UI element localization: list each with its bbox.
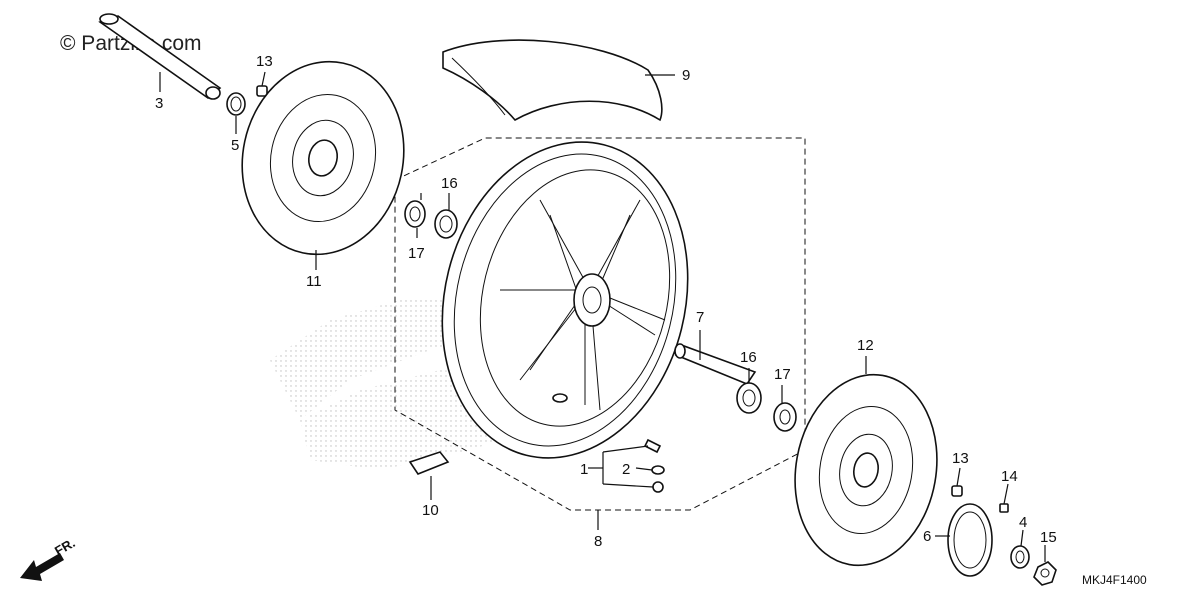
callout-14: 14 xyxy=(1001,468,1018,485)
callout-4: 4 xyxy=(1019,514,1027,531)
distance-collar xyxy=(674,343,757,385)
disc-bolt-right xyxy=(951,485,963,497)
callout-8: 8 xyxy=(594,533,602,550)
assembly-boundary xyxy=(394,137,806,511)
axle-nut xyxy=(1033,561,1057,586)
bearing-right xyxy=(736,382,762,414)
callout-12: 12 xyxy=(857,337,874,354)
callout-9: 9 xyxy=(682,67,690,84)
callout-16-left: 16 xyxy=(441,175,458,192)
callout-3: 3 xyxy=(155,95,163,112)
callout-7: 7 xyxy=(696,309,704,326)
callout-17-left: 17 xyxy=(408,245,425,262)
front-arrow-icon xyxy=(20,553,64,581)
front-axle xyxy=(98,13,222,100)
oil-seal-right xyxy=(773,402,797,432)
leader-lines xyxy=(159,71,1046,562)
callout-10: 10 xyxy=(422,502,439,519)
callout-6: 6 xyxy=(923,528,931,545)
callout-2: 2 xyxy=(622,461,630,478)
front-direction-indicator: FR. xyxy=(20,535,78,581)
direction-label: FR. xyxy=(52,535,78,558)
side-collar-right xyxy=(1010,545,1030,569)
callout-11: 11 xyxy=(306,273,322,290)
bearing-left xyxy=(434,209,458,239)
air-valve xyxy=(643,438,665,493)
callout-1: 1 xyxy=(580,461,588,478)
callout-13-right: 13 xyxy=(952,450,969,467)
pulser-ring xyxy=(947,503,993,577)
callout-13-left: 13 xyxy=(256,53,273,70)
brake-disc-right xyxy=(794,373,938,567)
diagram-code: MKJ4F1400 xyxy=(1082,573,1147,587)
callout-labels: 1 2 3 4 5 6 7 8 9 10 11 12 13 13 14 15 1… xyxy=(155,53,1057,550)
brake-disc-left xyxy=(241,60,405,256)
balance-weight xyxy=(408,451,450,475)
callout-16-right: 16 xyxy=(740,349,757,366)
oil-seal-left xyxy=(404,200,426,228)
tire xyxy=(442,39,663,122)
callout-5: 5 xyxy=(231,137,239,154)
ring-screw xyxy=(999,503,1009,513)
cast-wheel xyxy=(441,141,689,459)
side-collar-left xyxy=(226,92,246,116)
callout-17-right: 17 xyxy=(774,366,791,383)
callout-15: 15 xyxy=(1040,529,1057,546)
